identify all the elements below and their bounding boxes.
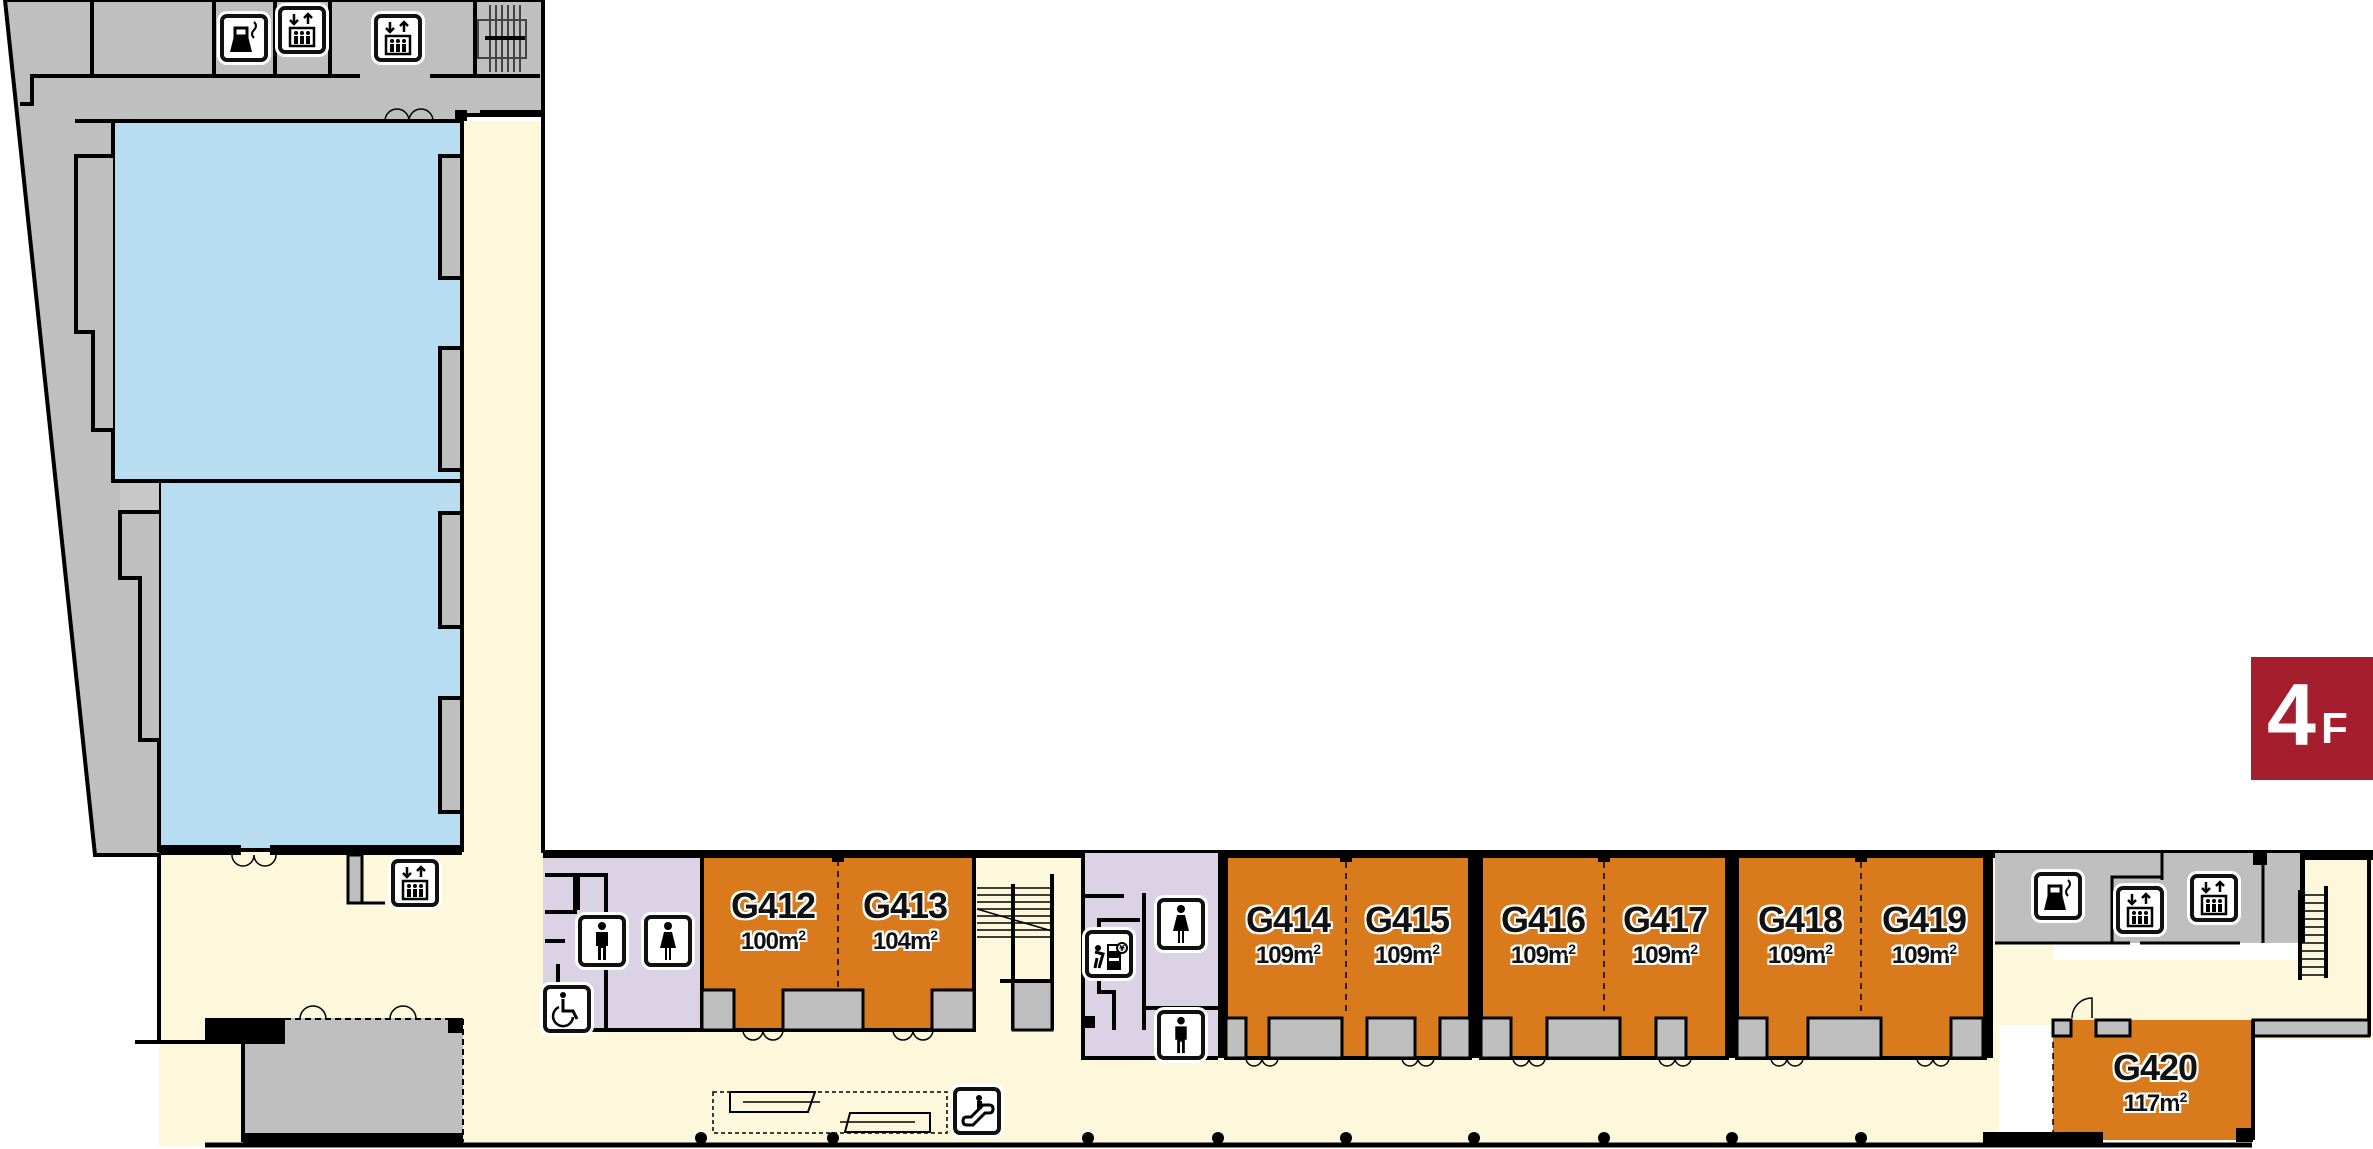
room-block-g414-g419 [1224,850,1993,1067]
room-g413[interactable]: G413 104m2 [842,888,968,954]
room-area: 109m [1510,942,1569,969]
atm-icon: ¥ [1085,930,1133,978]
room-area: 109m [1891,942,1950,969]
room-area: 117m [2123,1090,2181,1117]
room-g415[interactable]: G415 109m2 [1348,902,1466,968]
mens-restroom-icon [578,915,626,967]
accessible-restroom-icon [543,985,591,1033]
escalator-icon [953,1087,1001,1135]
hall-upper [74,119,464,483]
room-g412[interactable]: G412 100m2 [710,888,836,954]
escalator-area [712,1091,948,1134]
room-block-g412-g413 [700,850,976,1041]
room-area: 109m [1767,942,1826,969]
room-g417[interactable]: G417 109m2 [1606,902,1724,968]
storage-block [205,1005,464,1143]
room-id: G417 [1622,899,1708,940]
room-id: G416 [1500,899,1586,940]
elevator-icon [374,14,422,62]
hall-lower [118,479,464,905]
room-g420[interactable]: G420 117m2 [2070,1050,2240,1116]
room-id: G414 [1245,899,1331,940]
womens-restroom-icon [1157,898,1205,950]
elevator-icon [2116,886,2164,934]
room-g419[interactable]: G419 109m2 [1864,902,1984,968]
stair-middle [976,874,1054,1032]
room-area: 100m [740,928,799,955]
hot-water-kettle-icon [220,14,268,62]
floor-unit: F [2321,704,2348,753]
room-id: G412 [730,885,816,926]
womens-restroom-icon [644,915,692,967]
room-area: 109m [1255,942,1314,969]
floor-indicator-badge: 4 F [2251,657,2373,780]
room-block-g420 [1983,997,2255,1144]
hot-water-kettle-icon [2034,872,2082,920]
room-id: G418 [1757,899,1843,940]
south-facade [205,1132,2252,1148]
room-id: G415 [1364,899,1450,940]
room-id: G420 [2112,1047,2198,1088]
room-area: 109m [1632,942,1691,969]
room-id: G419 [1881,899,1967,940]
mens-restroom-icon [1157,1010,1205,1060]
elevator-icon [278,6,326,54]
floor-number: 4 [2267,665,2316,764]
room-area: 109m [1374,942,1433,969]
room-g416[interactable]: G416 109m2 [1484,902,1602,968]
elevator-icon [2190,874,2238,922]
room-g414[interactable]: G414 109m2 [1230,902,1346,968]
room-area: 104m [872,928,931,955]
room-g418[interactable]: G418 109m2 [1740,902,1860,968]
room-id: G413 [862,885,948,926]
svg-text:¥: ¥ [1119,944,1125,953]
elevator-icon [391,859,439,907]
